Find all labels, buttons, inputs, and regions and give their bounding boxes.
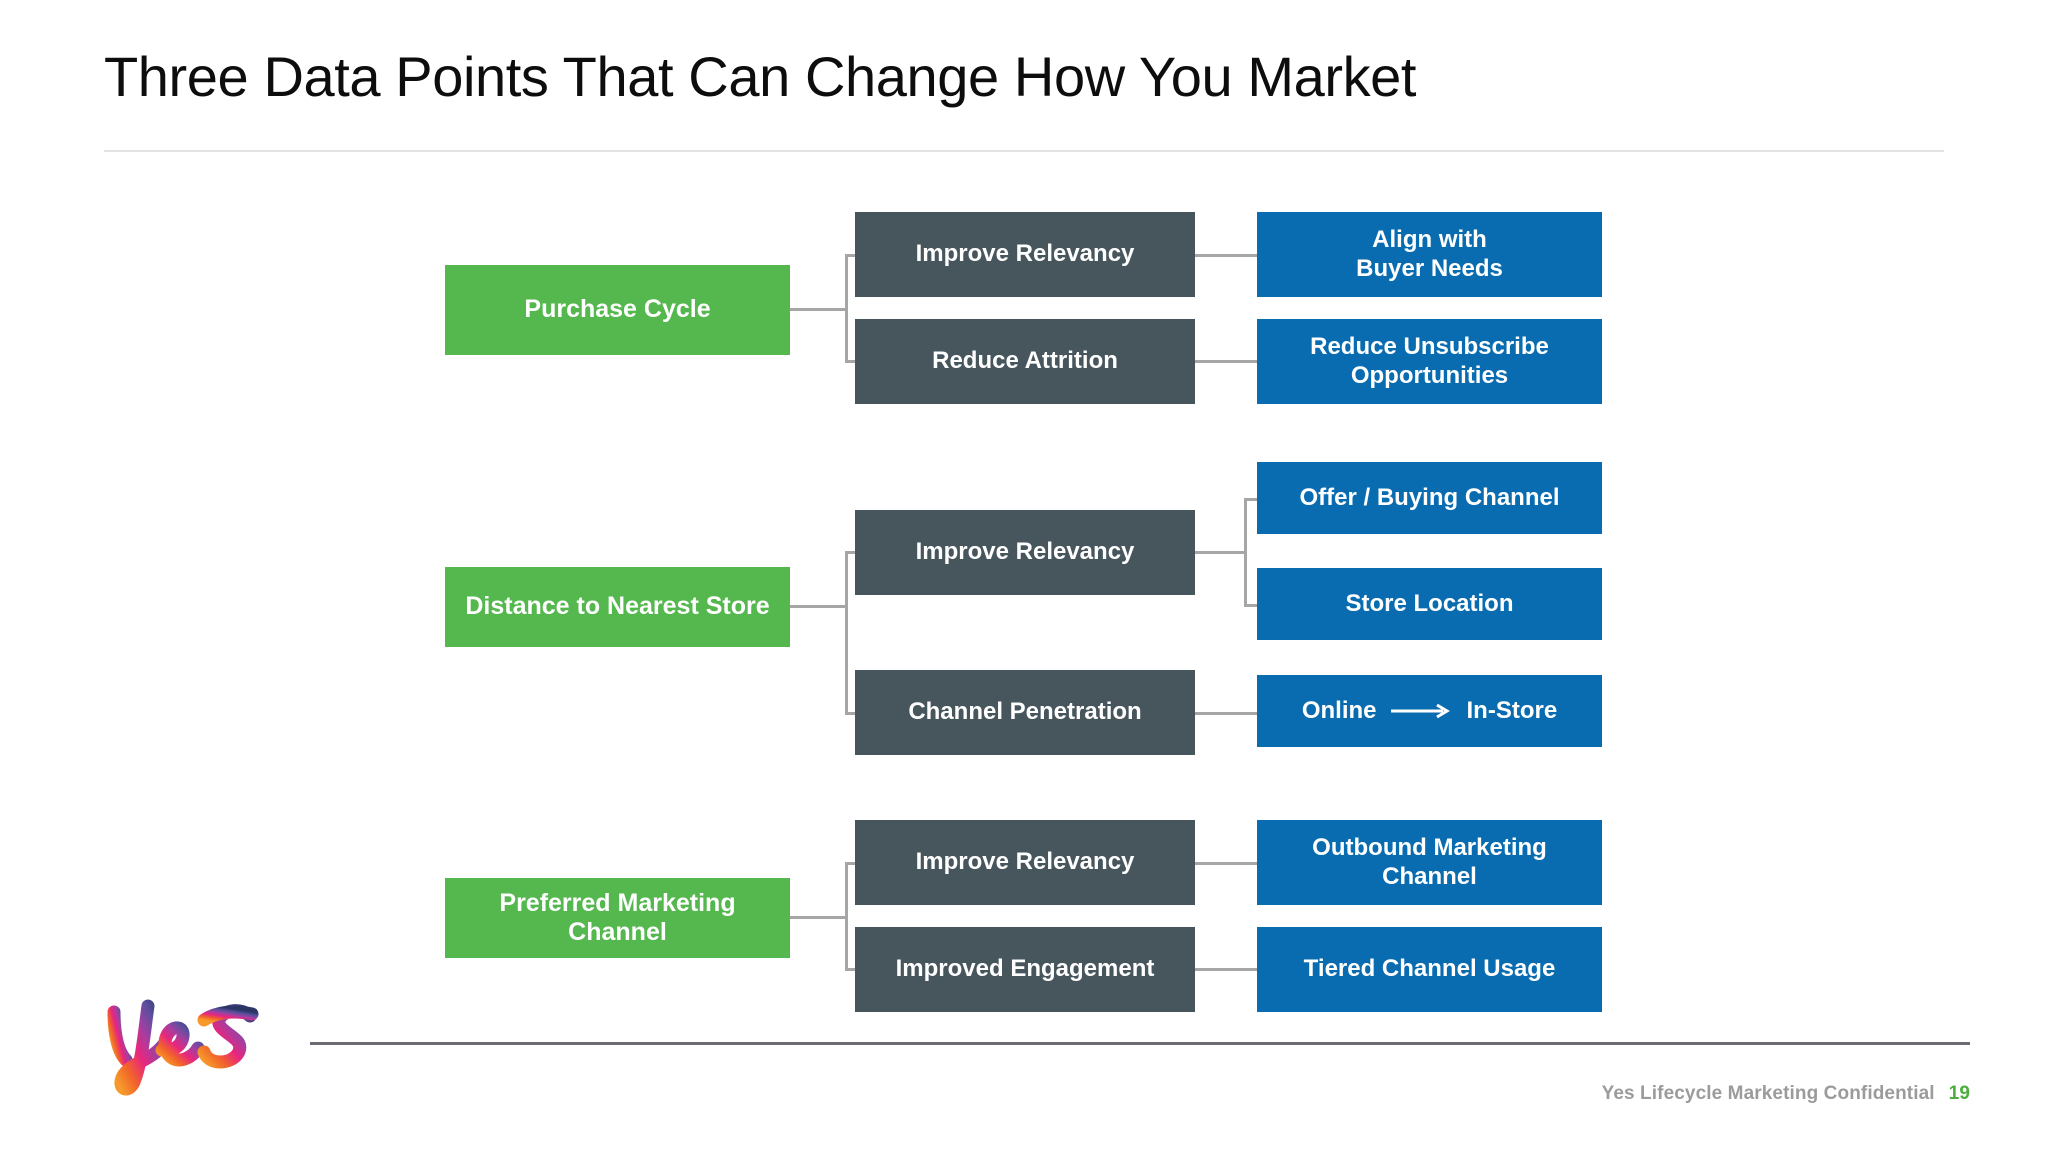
connector-g3-root-stub — [790, 916, 848, 919]
node-label: Improved Engagement — [895, 955, 1155, 983]
connector-g2-out3 — [1195, 712, 1260, 715]
node-label: Channel Penetration — [908, 698, 1142, 726]
node-label-line1: Preferred Marketing — [499, 888, 736, 917]
connector-g2-out1 — [1244, 498, 1264, 501]
connector-g3-out1 — [1195, 862, 1260, 865]
node-g3-tiered-channel-usage[interactable]: Tiered Channel Usage — [1257, 927, 1602, 1012]
page-number: 19 — [1948, 1083, 1970, 1104]
node-g2-online-to-in-store[interactable]: Online In-Store — [1257, 675, 1602, 747]
node-label-line1: Outbound Marketing — [1312, 834, 1547, 862]
connector-g1-root-stub — [790, 308, 848, 311]
node-label: Tiered Channel Usage — [1303, 955, 1556, 983]
arrow-right-icon — [1390, 703, 1453, 719]
node-g3-improve-relevancy[interactable]: Improve Relevancy — [855, 820, 1195, 905]
node-label-line2: Channel — [1382, 862, 1477, 890]
connector-g2-out-stub — [1195, 551, 1247, 554]
node-label-line2: Channel — [568, 918, 667, 946]
footer-confidential: Yes Lifecycle Marketing Confidential 19 — [1602, 1083, 1970, 1105]
connector-g1-out1 — [1195, 254, 1260, 257]
node-purchase-cycle[interactable]: Purchase Cycle — [445, 265, 790, 355]
node-label-line1: Align with — [1372, 226, 1487, 254]
node-g1-reduce-attrition[interactable]: Reduce Attrition — [855, 319, 1195, 404]
node-label: Distance to Nearest Store — [465, 592, 770, 621]
node-label-online: Online — [1301, 696, 1377, 724]
node-label: Outbound Marketing Channel — [1312, 834, 1547, 891]
confidential-label: Yes Lifecycle Marketing Confidential — [1601, 1083, 1935, 1104]
node-label: Improve Relevancy — [915, 538, 1135, 566]
connector-g1-out2 — [1195, 360, 1260, 363]
title-divider — [104, 150, 1944, 152]
yes-logo — [100, 990, 280, 1100]
node-g2-improve-relevancy[interactable]: Improve Relevancy — [855, 510, 1195, 595]
node-distance-to-nearest-store[interactable]: Distance to Nearest Store — [445, 567, 790, 647]
connector-g3-out2 — [1195, 968, 1260, 971]
node-g1-improve-relevancy[interactable]: Improve Relevancy — [855, 212, 1195, 297]
node-g1-reduce-unsubscribe-opportunities[interactable]: Reduce Unsubscribe Opportunities — [1257, 319, 1602, 404]
node-g3-outbound-marketing-channel[interactable]: Outbound Marketing Channel — [1257, 820, 1602, 905]
connector-g2-out-spine — [1244, 498, 1247, 605]
node-label-line2: Buyer Needs — [1356, 254, 1503, 282]
node-label: Align with Buyer Needs — [1356, 226, 1503, 283]
node-g3-improved-engagement[interactable]: Improved Engagement — [855, 927, 1195, 1012]
node-label-in-store: In-Store — [1466, 696, 1558, 724]
connector-g2-spine — [845, 551, 848, 715]
node-g2-store-location[interactable]: Store Location — [1257, 568, 1602, 640]
node-g2-channel-penetration[interactable]: Channel Penetration — [855, 670, 1195, 755]
node-preferred-marketing-channel[interactable]: Preferred Marketing Channel — [445, 878, 790, 958]
node-label-line2: Opportunities — [1350, 361, 1509, 389]
page-title: Three Data Points That Can Change How Yo… — [104, 45, 1417, 108]
node-g2-offer-buying-channel[interactable]: Offer / Buying Channel — [1257, 462, 1602, 534]
node-label: Store Location — [1345, 589, 1514, 617]
node-label: Reduce Attrition — [932, 347, 1118, 375]
connector-g1-spine — [845, 254, 848, 362]
node-label: Improve Relevancy — [915, 240, 1135, 268]
node-g1-align-with-buyer-needs[interactable]: Align with Buyer Needs — [1257, 212, 1602, 297]
node-label: Improve Relevancy — [915, 848, 1135, 876]
node-label-line1: Reduce Unsubscribe — [1310, 333, 1549, 361]
connector-g3-spine — [845, 862, 848, 970]
footer-divider — [310, 1042, 1970, 1045]
node-label: Offer / Buying Channel — [1299, 483, 1560, 511]
node-label: Preferred Marketing Channel — [499, 889, 735, 948]
connector-g2-root-stub — [790, 605, 848, 608]
node-label: Online In-Store — [1302, 697, 1557, 725]
connector-g2-out2 — [1244, 604, 1264, 607]
node-label: Purchase Cycle — [524, 295, 711, 324]
node-label: Reduce Unsubscribe Opportunities — [1310, 333, 1549, 390]
